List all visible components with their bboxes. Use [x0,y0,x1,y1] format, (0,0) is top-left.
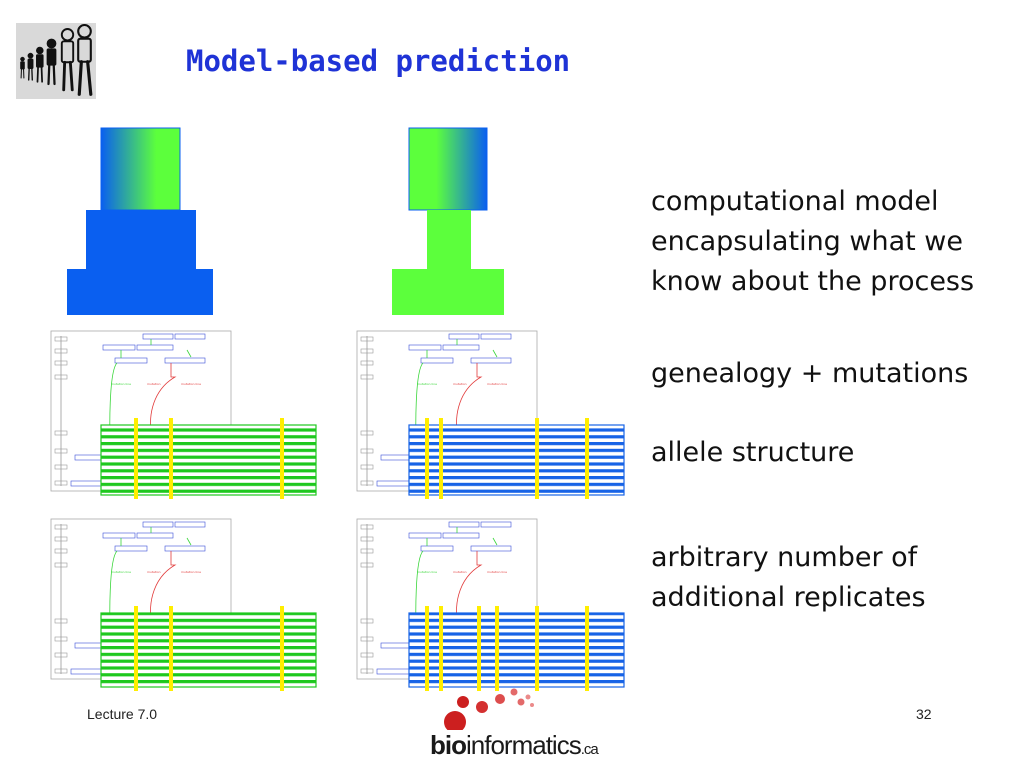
label-model-line2: encapsulating what we [651,226,964,257]
people-lineup-logo [16,23,96,99]
label-genealogy: genealogy + mutations [651,358,969,389]
label-replicates: arbitrary number of additional replicate… [651,538,926,618]
mutation-markers [134,418,589,691]
bioinformatics-logo: bioinformatics.ca [428,686,603,766]
label-replicates-line2: additional replicates [651,582,926,613]
logo-bold: bio [430,730,467,760]
label-computational-model: computational model encapsulating what w… [651,182,974,302]
logo-rest: informatics [466,730,582,760]
page-number: 32 [916,706,932,722]
label-model-line3: know about the process [651,266,975,297]
model-shape-right [392,127,504,315]
footer-lecture: Lecture 7.0 [87,706,158,722]
logo-wordmark: bioinformatics.ca [430,730,599,761]
page-title: Model-based prediction [186,44,571,78]
label-allele-structure: allele structure [651,437,855,468]
model-shape-left [67,127,213,315]
molecule-dots-icon [444,688,534,730]
label-replicates-line1: arbitrary number of [651,542,918,573]
logo-suffix: .ca [580,741,599,758]
label-model-line1: computational model [651,186,939,217]
people-lineup-icon [20,23,93,96]
